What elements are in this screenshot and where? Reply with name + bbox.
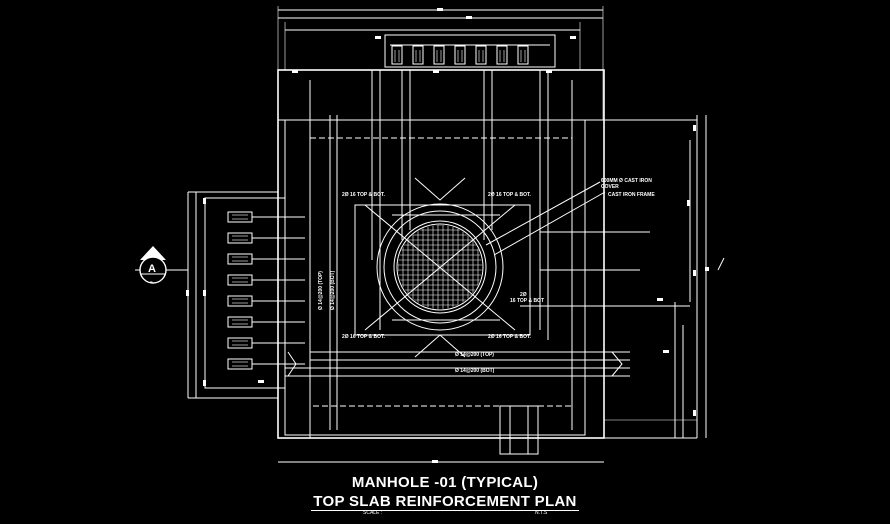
note-rebar-1: 2Ø 16 TOP & BOT. <box>342 192 385 198</box>
vertical-rebar <box>371 70 549 340</box>
note-trim-1: 2Ø <box>520 292 527 298</box>
note-rebar-4: 2Ø 16 TOP & BOT. <box>488 334 531 340</box>
right-dimension-lines <box>604 115 725 438</box>
bottom-outlet <box>278 405 604 463</box>
left-inlet-block <box>186 191 305 399</box>
note-vert-top: Ø 14@200 (TOP) <box>318 271 324 310</box>
drawing-title: MANHOLE -01 (TYPICAL) <box>351 474 539 491</box>
section-sheet: - <box>150 277 153 286</box>
section-marker <box>135 246 188 284</box>
top-inlet-block <box>384 34 556 68</box>
note-horiz-top: Ø 14@200 (TOP) <box>455 352 494 358</box>
drawing-subtitle-text: TOP SLAB REINFORCEMENT PLAN <box>311 493 579 511</box>
note-horiz-bot: Ø 14@200 (BOT) <box>455 368 495 374</box>
top-dimension-lines <box>277 6 604 120</box>
note-cover-1: 600MM Ø CAST IRON <box>601 178 652 184</box>
note-vert-bot: Ø 14@200 (BOT) <box>330 270 336 310</box>
outer-slab <box>277 69 697 439</box>
section-letter: A <box>148 263 156 275</box>
drawing-subtitle: TOP SLAB REINFORCEMENT PLAN <box>0 493 890 511</box>
note-rebar-2: 2Ø 16 TOP & BOT. <box>488 192 531 198</box>
note-cover-2: COVER <box>601 184 619 190</box>
drawing-annotations: A - 2Ø 16 TOP & BOT. 2Ø 16 TOP & BOT. 2Ø… <box>148 178 655 374</box>
horizontal-rebar <box>285 231 690 377</box>
scale-value: N.T.S <box>535 510 548 516</box>
note-rebar-3: 2Ø 16 TOP & BOT. <box>342 334 385 340</box>
note-frame: CAST IRON FRAME <box>608 192 655 198</box>
manhole-opening <box>354 177 606 358</box>
scale-label: SCALE : <box>363 510 383 516</box>
note-trim-2: 16 TOP & BOT <box>510 298 544 304</box>
